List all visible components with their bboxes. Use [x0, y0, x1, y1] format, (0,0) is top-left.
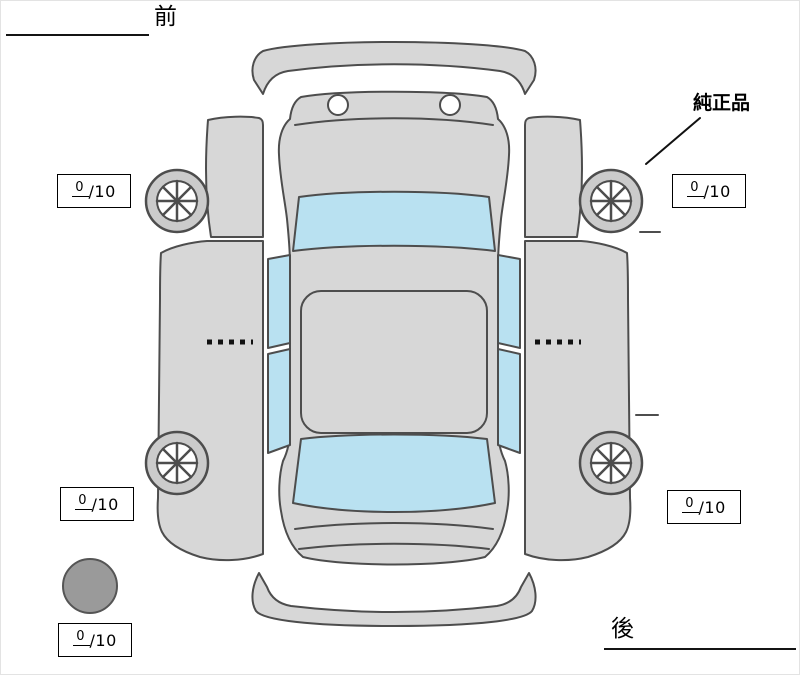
- genuine-parts-leader-line: [645, 117, 701, 165]
- wheel-front-left-icon: [144, 168, 210, 234]
- tread-score-value: 0: [72, 180, 89, 197]
- hood-seam-line: [294, 117, 494, 126]
- right-side-door-panel: [524, 240, 632, 562]
- rear-label: 後: [611, 616, 634, 642]
- tread-score-scale: /10: [91, 494, 119, 514]
- trunk-seam-upper: [294, 522, 494, 530]
- hood-circle-left: [327, 94, 349, 116]
- spare-tire-icon: [62, 558, 118, 614]
- tread-score-front-right: 0 /10: [672, 174, 746, 208]
- hood-circle-right: [439, 94, 461, 116]
- tread-score-scale: /10: [698, 497, 726, 517]
- right-rear-door-glass: [497, 348, 521, 454]
- left-front-door-glass: [267, 254, 291, 349]
- tread-score-front-left: 0 /10: [57, 174, 131, 208]
- left-side-door-panel: [156, 240, 264, 562]
- genuine-parts-label: 純正品: [693, 92, 751, 114]
- left-front-fender-panel: [205, 115, 264, 238]
- tread-score-scale: /10: [88, 181, 116, 201]
- trunk-seam-lower: [298, 542, 490, 550]
- windshield-glass: [292, 190, 496, 252]
- wheel-rear-left-icon: [144, 430, 210, 496]
- rear-bumper: [251, 572, 537, 627]
- right-front-fender-panel: [524, 115, 583, 238]
- roof-outline: [300, 290, 488, 434]
- tread-score-value: 0: [687, 180, 704, 197]
- tread-score-rear-left: 0 /10: [60, 487, 134, 521]
- tread-score-scale: /10: [703, 181, 731, 201]
- front-label-underline: [6, 34, 149, 36]
- tread-score-value: 0: [73, 629, 90, 646]
- front-label: 前: [154, 4, 177, 30]
- front-bumper: [251, 41, 537, 95]
- tread-score-value: 0: [75, 493, 92, 510]
- rear-label-underline: [604, 648, 796, 650]
- wheel-rear-right-icon: [578, 430, 644, 496]
- tread-score-value: 0: [682, 496, 699, 513]
- tread-score-rear-right: 0 /10: [667, 490, 741, 524]
- right-front-door-glass: [497, 254, 521, 349]
- left-rear-door-glass: [267, 348, 291, 454]
- wheel-front-right-icon: [578, 168, 644, 234]
- tread-score-spare: 0 /10: [58, 623, 132, 657]
- rear-window-glass: [292, 433, 496, 513]
- tread-score-scale: /10: [89, 630, 117, 650]
